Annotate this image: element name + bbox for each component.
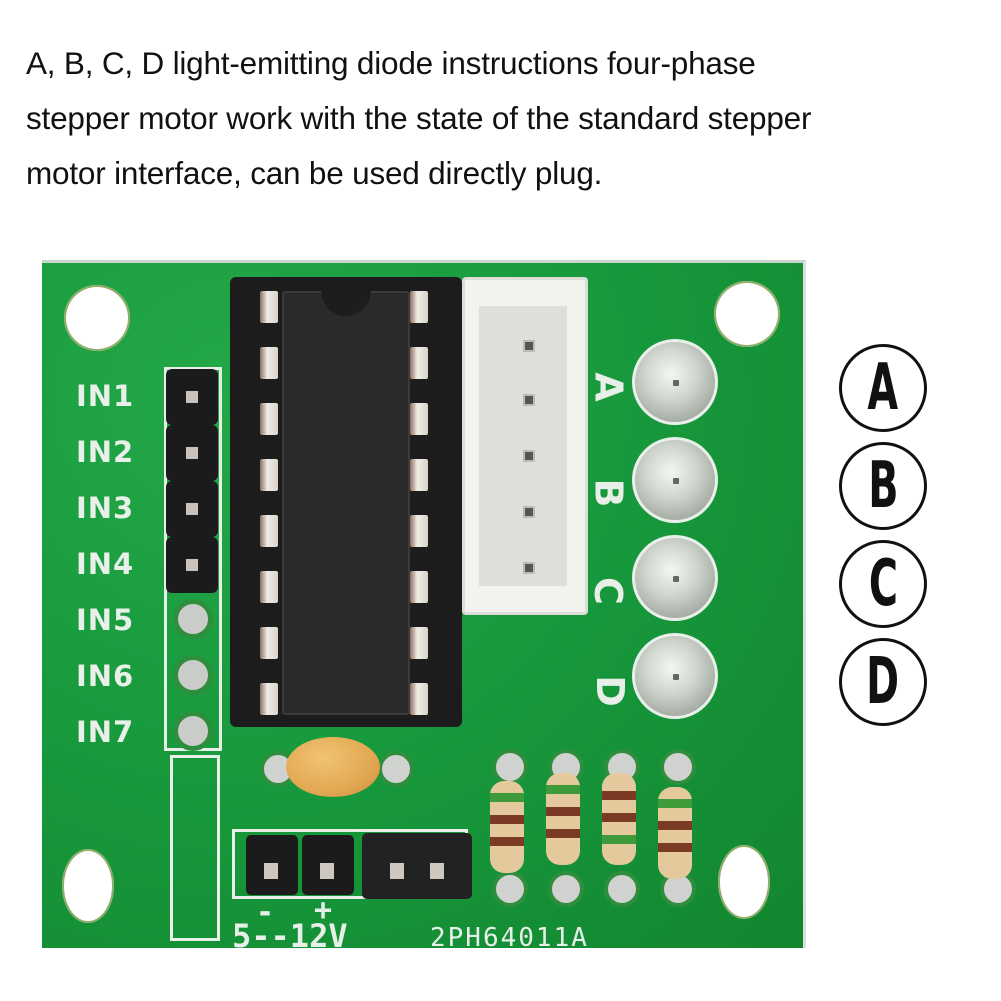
- caption-line-2: stepper motor work with the state of the…: [26, 100, 812, 136]
- led-b: [632, 437, 718, 523]
- label-in5: IN5: [76, 603, 135, 637]
- resistor-pad: [660, 749, 696, 785]
- resistor-1: [490, 781, 524, 873]
- polarity-plus: +: [314, 893, 333, 928]
- mounting-hole-top-right: [714, 281, 780, 347]
- voltage-label: 5--12V: [232, 917, 348, 955]
- label-in4: IN4: [76, 547, 135, 581]
- label-in1: IN1: [76, 379, 135, 413]
- mounting-hole-bottom-left: [62, 849, 114, 923]
- caption-line-1: A, B, C, D light-emitting diode instruct…: [26, 45, 756, 81]
- legend-label-a: A: [839, 344, 927, 432]
- board-letter-d: D: [587, 675, 632, 707]
- legend-label-b: B: [839, 442, 927, 530]
- legend-label-d: D: [839, 638, 927, 726]
- stepper-driver-board: IN1 IN2 IN3 IN4 IN5 IN6 IN7 A B C D: [42, 260, 806, 955]
- ic-socket: [230, 277, 462, 727]
- board-letter-a: A: [586, 372, 631, 402]
- polarity-minus: -: [256, 895, 275, 930]
- board-letter-b: B: [586, 478, 631, 508]
- label-in3: IN3: [76, 491, 135, 525]
- motor-connector[interactable]: [462, 277, 588, 615]
- header-pin-in1[interactable]: [166, 369, 218, 425]
- driver-chip: [282, 291, 410, 715]
- resistor-pad: [604, 871, 640, 907]
- legend-label-c: C: [839, 540, 927, 628]
- led-d: [632, 633, 718, 719]
- mounting-hole-bottom-right: [718, 845, 770, 919]
- board-letter-c: C: [585, 577, 630, 605]
- pad-in5: [173, 599, 213, 639]
- pad-in6: [173, 655, 213, 695]
- capacitor-pad-right: [378, 751, 414, 787]
- label-in2: IN2: [76, 435, 135, 469]
- label-in7: IN7: [76, 715, 135, 749]
- power-column-outline: [170, 755, 220, 941]
- led-a: [632, 339, 718, 425]
- header-pin-in2[interactable]: [166, 425, 218, 481]
- resistor-4: [658, 787, 692, 879]
- pad-in7: [173, 711, 213, 751]
- resistor-2: [546, 773, 580, 865]
- resistor-3: [602, 773, 636, 865]
- mounting-hole-top-left: [64, 285, 130, 351]
- resistor-pad: [492, 871, 528, 907]
- chip-notch: [321, 291, 371, 316]
- label-in6: IN6: [76, 659, 135, 693]
- ceramic-capacitor: [286, 737, 380, 797]
- resistor-pad: [548, 871, 584, 907]
- power-pin-plus[interactable]: [302, 835, 354, 895]
- power-jumper[interactable]: [362, 833, 472, 899]
- header-pin-in3[interactable]: [166, 481, 218, 537]
- caption-line-3: motor interface, can be used directly pl…: [26, 155, 603, 191]
- resistor-pad: [492, 749, 528, 785]
- header-pin-in4[interactable]: [166, 537, 218, 593]
- led-c: [632, 535, 718, 621]
- model-label: 2PH64011A: [430, 923, 589, 953]
- caption: A, B, C, D light-emitting diode instruct…: [26, 36, 996, 201]
- power-pin-minus[interactable]: [246, 835, 298, 895]
